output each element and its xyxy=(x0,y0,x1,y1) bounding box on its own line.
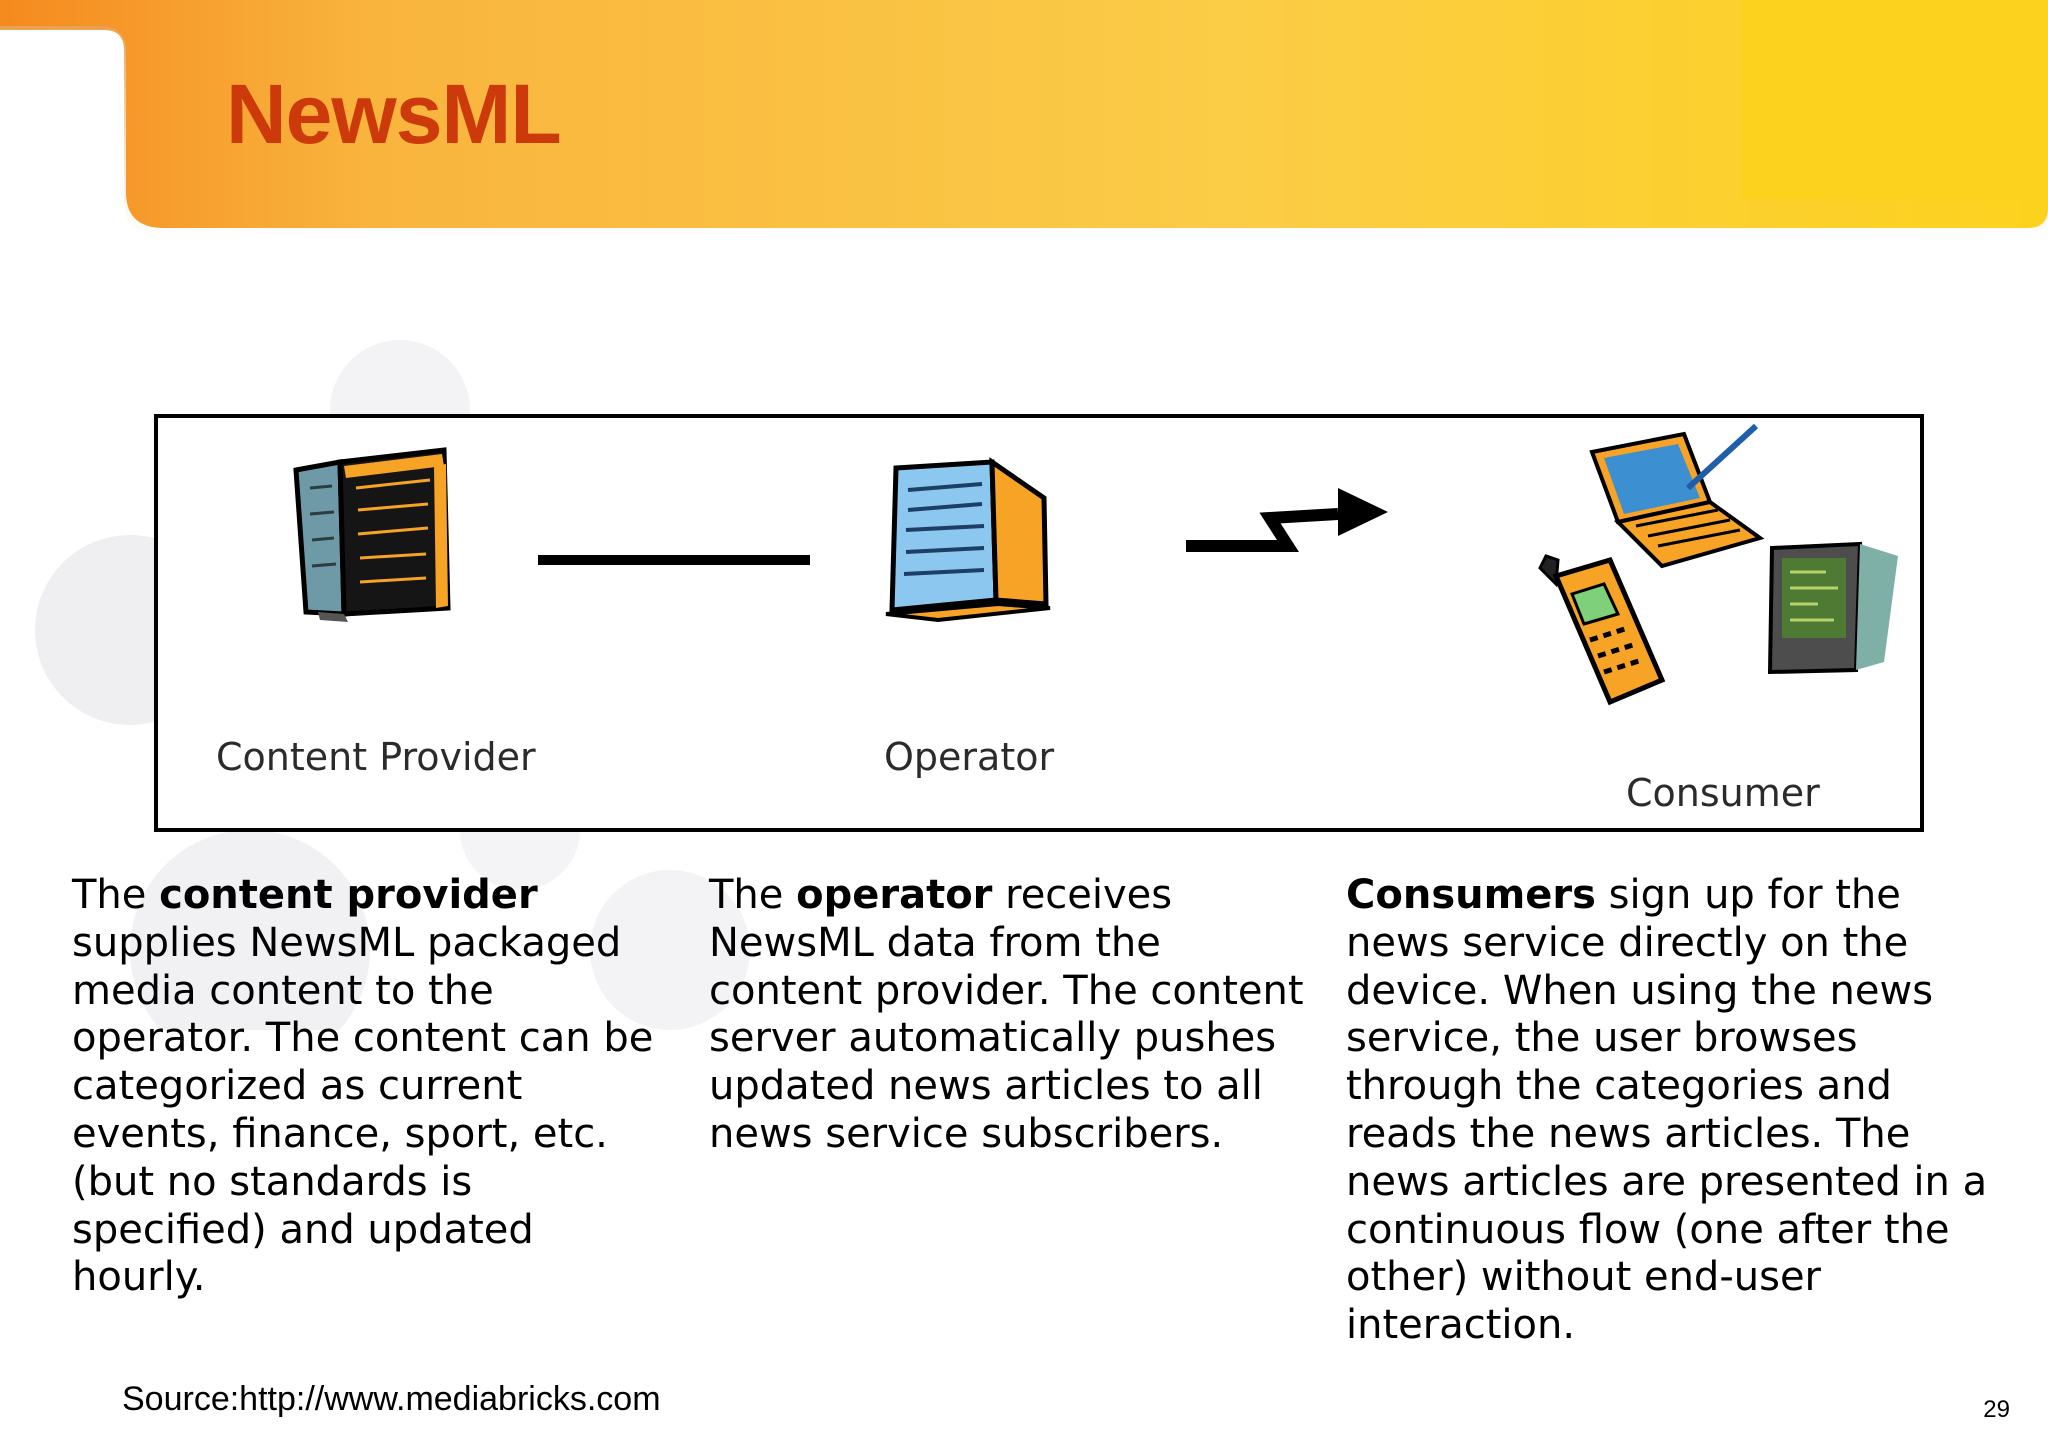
consumers-description: Consumers sign up for the news service d… xyxy=(1346,872,1998,1350)
content-provider-description: The content provider supplies NewsML pac… xyxy=(72,872,672,1302)
col2-term: operator xyxy=(796,872,992,918)
col2-pre: The xyxy=(709,872,796,918)
col1-pre: The xyxy=(72,872,159,918)
lightning-arrow-icon xyxy=(1186,488,1388,546)
col1-term: content provider xyxy=(159,872,538,918)
node-label-content-provider: Content Provider xyxy=(216,738,536,776)
server-icon xyxy=(886,462,1050,620)
slide-title: NewsML xyxy=(226,72,561,156)
node-label-consumer: Consumer xyxy=(1626,774,1820,812)
source-citation: Source:http://www.mediabricks.com xyxy=(122,1382,661,1416)
node-label-operator: Operator xyxy=(884,738,1054,776)
page-number: 29 xyxy=(1983,1396,2010,1424)
building-icon xyxy=(296,450,448,622)
operator-description: The operator receives NewsML data from t… xyxy=(709,872,1311,1159)
col3-post: sign up for the news service directly on… xyxy=(1346,872,1987,1348)
col3-term: Consumers xyxy=(1346,872,1596,918)
newsml-flow-diagram: Content Provider Operator Consumer xyxy=(154,414,1924,832)
devices-icon xyxy=(1540,426,1898,702)
col1-post: supplies NewsML packaged media content t… xyxy=(72,920,653,1301)
